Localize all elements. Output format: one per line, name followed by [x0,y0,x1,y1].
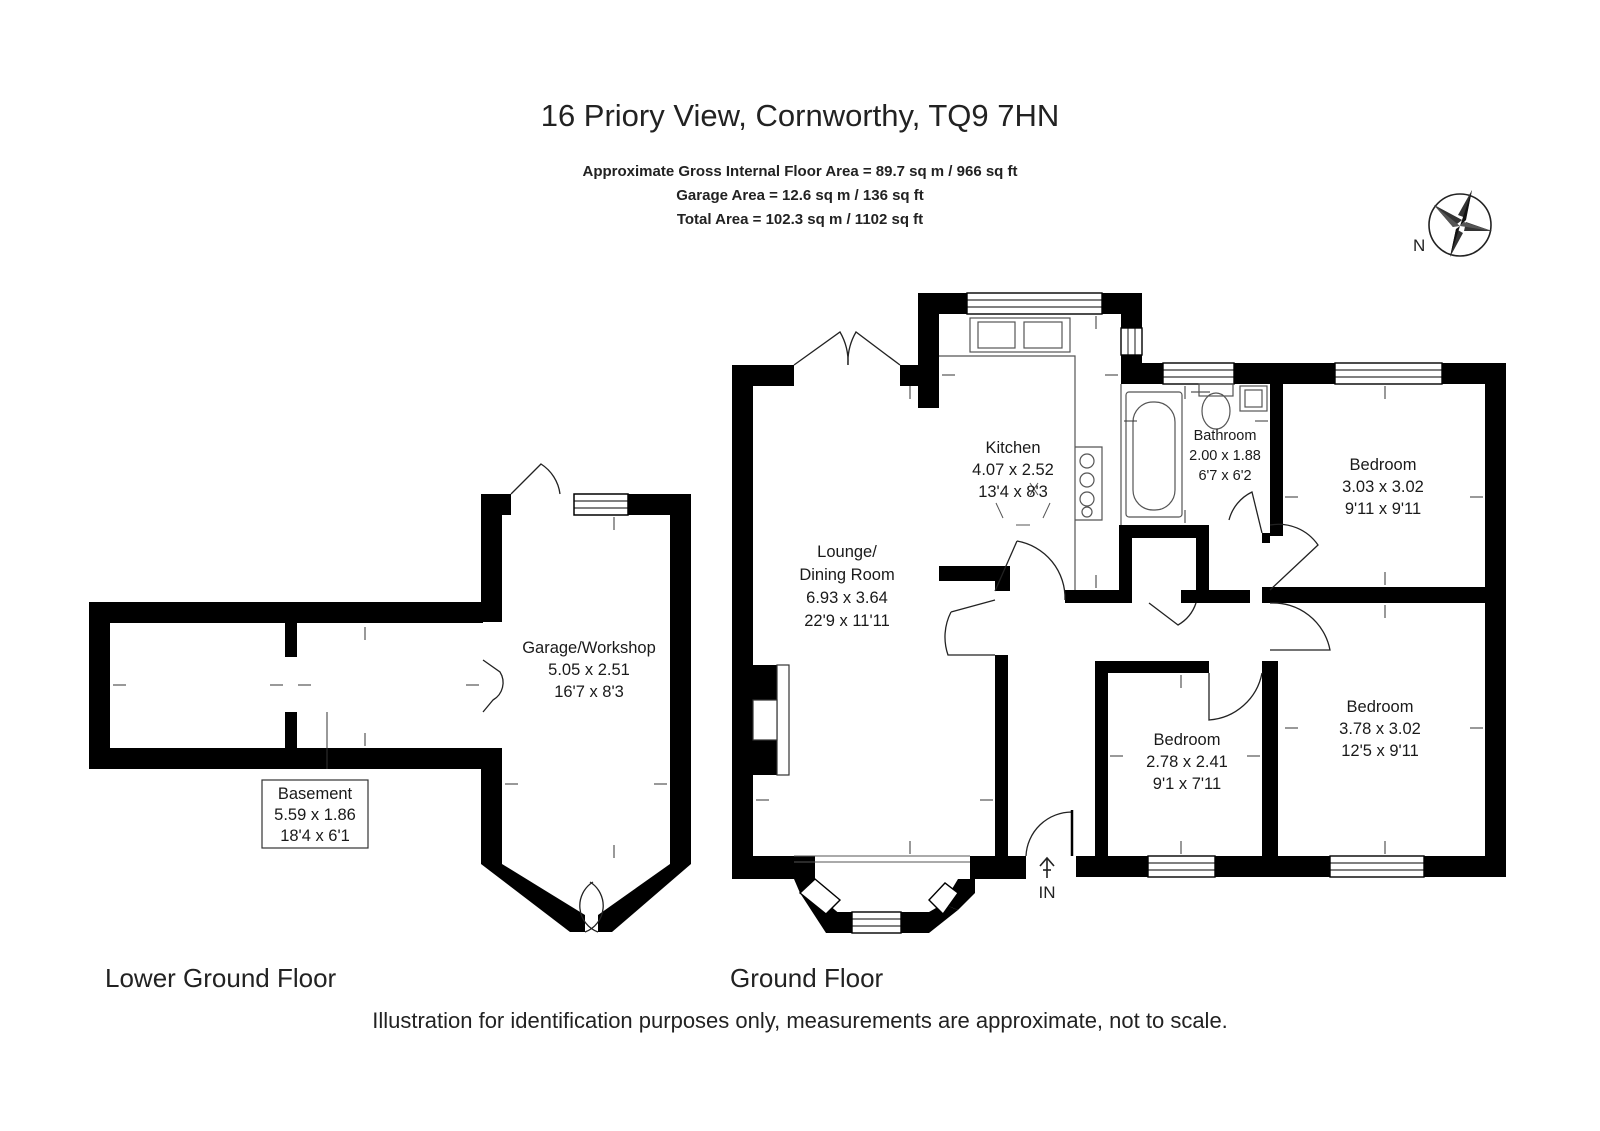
compass-north-label: N [1413,236,1425,255]
lounge-metric: 6.93 x 3.64 [806,589,888,607]
bedroom-se-metric: 3.78 x 3.02 [1339,720,1421,738]
garage-metric: 5.05 x 2.51 [548,661,630,679]
garage-name: Garage/Workshop [522,639,656,657]
bedroom-s-name: Bedroom [1154,731,1221,749]
bedroom-ne-name: Bedroom [1350,456,1417,474]
bedroom-s-metric: 2.78 x 2.41 [1146,753,1228,771]
dimension-arrows [113,316,1483,858]
ground-floor-windows [798,292,1443,934]
entrance-label: IN [1039,883,1056,902]
bathroom-metric: 2.00 x 1.88 [1189,448,1261,464]
gross-internal-area: Approximate Gross Internal Floor Area = … [582,163,1018,180]
garage-area: Garage Area = 12.6 sq m / 136 sq ft [676,187,924,204]
garage-window [573,493,629,516]
kitchen-light-marks [995,482,1051,526]
compass-icon: N [1413,190,1492,257]
floor-label-lower-ground: Lower Ground Floor [105,963,337,993]
kitchen-metric: 4.07 x 2.52 [972,461,1054,479]
kitchen-name: Kitchen [985,439,1040,457]
property-address: 16 Priory View, Cornworthy, TQ9 7HN [540,98,1060,133]
bedroom-se-name: Bedroom [1347,698,1414,716]
bathroom-imperial: 6'7 x 6'2 [1198,468,1251,484]
lounge-name-line1: Lounge/ [817,543,877,561]
bedroom-s-imperial: 9'1 x 7'11 [1153,775,1221,793]
disclaimer: Illustration for identification purposes… [372,1008,1228,1033]
bedroom-ne-imperial: 9'11 x 9'11 [1345,500,1421,518]
basement-walls [89,602,483,769]
garage-imperial: 16'7 x 8'3 [554,683,624,701]
kitchen-imperial: 13'4 x 8'3 [978,483,1048,501]
basement-name: Basement [278,785,353,803]
garage-walls [481,494,691,932]
kitchen-units [939,317,1103,590]
bathroom-fittings [1120,383,1268,525]
window-glazing-lines [852,299,1442,927]
basement-label-box [261,779,369,849]
bedroom-ne-metric: 3.03 x 3.02 [1342,478,1424,496]
lounge-name-line2: Dining Room [799,566,894,584]
basement-imperial: 18'4 x 6'1 [280,827,350,845]
total-area: Total Area = 102.3 sq m / 1102 sq ft [676,211,924,228]
entrance-arrow-icon [1039,856,1055,878]
floor-label-ground: Ground Floor [730,963,884,993]
garage-door-swings [482,463,604,933]
fireplace [752,664,790,776]
lounge-imperial: 22'9 x 11'11 [804,612,890,630]
room-labels: Basement 5.59 x 1.86 18'4 x 6'1 Garage/W… [274,428,1424,845]
ground-floor-door-swings [793,331,1331,857]
bedroom-se-imperial: 12'5 x 9'11 [1341,742,1419,760]
bathroom-name: Bathroom [1194,428,1257,444]
basement-metric: 5.59 x 1.86 [274,806,356,824]
